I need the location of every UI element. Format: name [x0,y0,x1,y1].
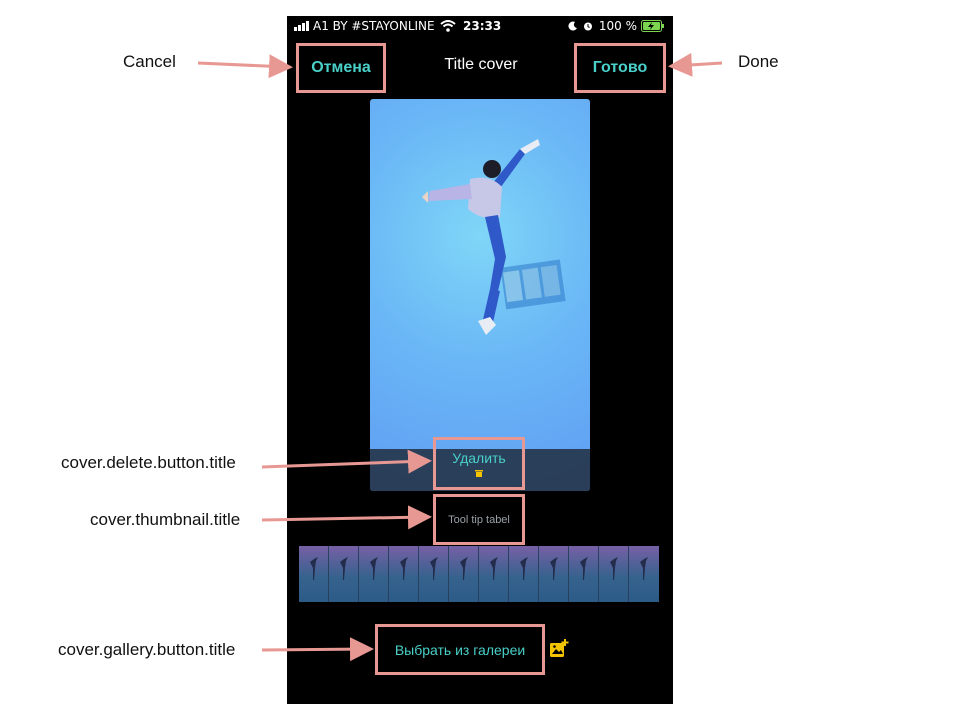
dancer-thumbnail-icon [309,557,318,580]
video-frame-thumbnail[interactable] [539,546,569,602]
delete-label: Удалить [452,450,506,466]
annotation-thumbnail: cover.thumbnail.title [90,510,241,529]
video-frame-thumbnail[interactable] [449,546,479,602]
video-frame-thumbnail[interactable] [329,546,359,602]
dancer-thumbnail-icon [489,557,498,580]
dancer-thumbnail-icon [519,557,528,580]
trash-icon [475,470,483,477]
annotation-done: Done [738,52,779,71]
dancer-thumbnail-icon [549,557,558,580]
annotation-delete: cover.delete.button.title [61,453,236,472]
dancer-thumbnail-icon [459,557,468,580]
dancer-thumbnail-icon [429,557,438,580]
add-image-icon[interactable] [549,638,569,658]
dancer-thumbnail-icon [579,557,588,580]
dancer-thumbnail-icon [609,557,618,580]
battery-charging-icon [641,20,664,32]
video-frame-thumbnail[interactable] [599,546,629,602]
cover-image [422,139,566,335]
thumbnail-strip[interactable] [299,546,661,602]
cancel-button[interactable]: Отмена [296,43,386,93]
video-frame-thumbnail[interactable] [389,546,419,602]
annotation-cancel: Cancel [123,52,176,71]
video-frame-thumbnail[interactable] [509,546,539,602]
dancer-thumbnail-icon [640,557,648,580]
wifi-icon [439,20,456,32]
carrier-label: A1 BY #STAYONLINE [313,19,435,33]
choose-from-gallery-button[interactable]: Выбрать из галереи [375,624,545,675]
video-frame-thumbnail[interactable] [419,546,449,602]
dancer-figure [422,139,540,335]
video-frame-thumbnail[interactable] [569,546,599,602]
clock-label: 23:33 [463,19,502,33]
dancer-thumbnail-icon [399,557,408,580]
signal-icon [294,21,309,31]
moon-icon [568,21,577,31]
dancer-thumbnail-icon [339,557,348,580]
dancer-thumbnail-icon [369,557,378,580]
thumbnail-tooltip: Tool tip tabel [433,494,525,545]
phone-screen: A1 BY #STAYONLINE 23:33 100 % [287,16,673,704]
done-button[interactable]: Готово [574,43,666,93]
video-frame-thumbnail[interactable] [479,546,509,602]
battery-percent: 100 % [598,19,637,33]
annotation-gallery: cover.gallery.button.title [58,640,236,659]
video-frame-thumbnail[interactable] [359,546,389,602]
cover-preview[interactable] [370,99,590,491]
status-bar: A1 BY #STAYONLINE 23:33 100 % [287,16,673,38]
film-strip-graphic [500,259,566,310]
alarm-icon [583,22,592,31]
video-frame-thumbnail[interactable] [299,546,329,602]
page-title: Title cover [444,56,518,73]
delete-cover-button[interactable]: Удалить [433,437,525,490]
video-frame-thumbnail[interactable] [629,546,659,602]
